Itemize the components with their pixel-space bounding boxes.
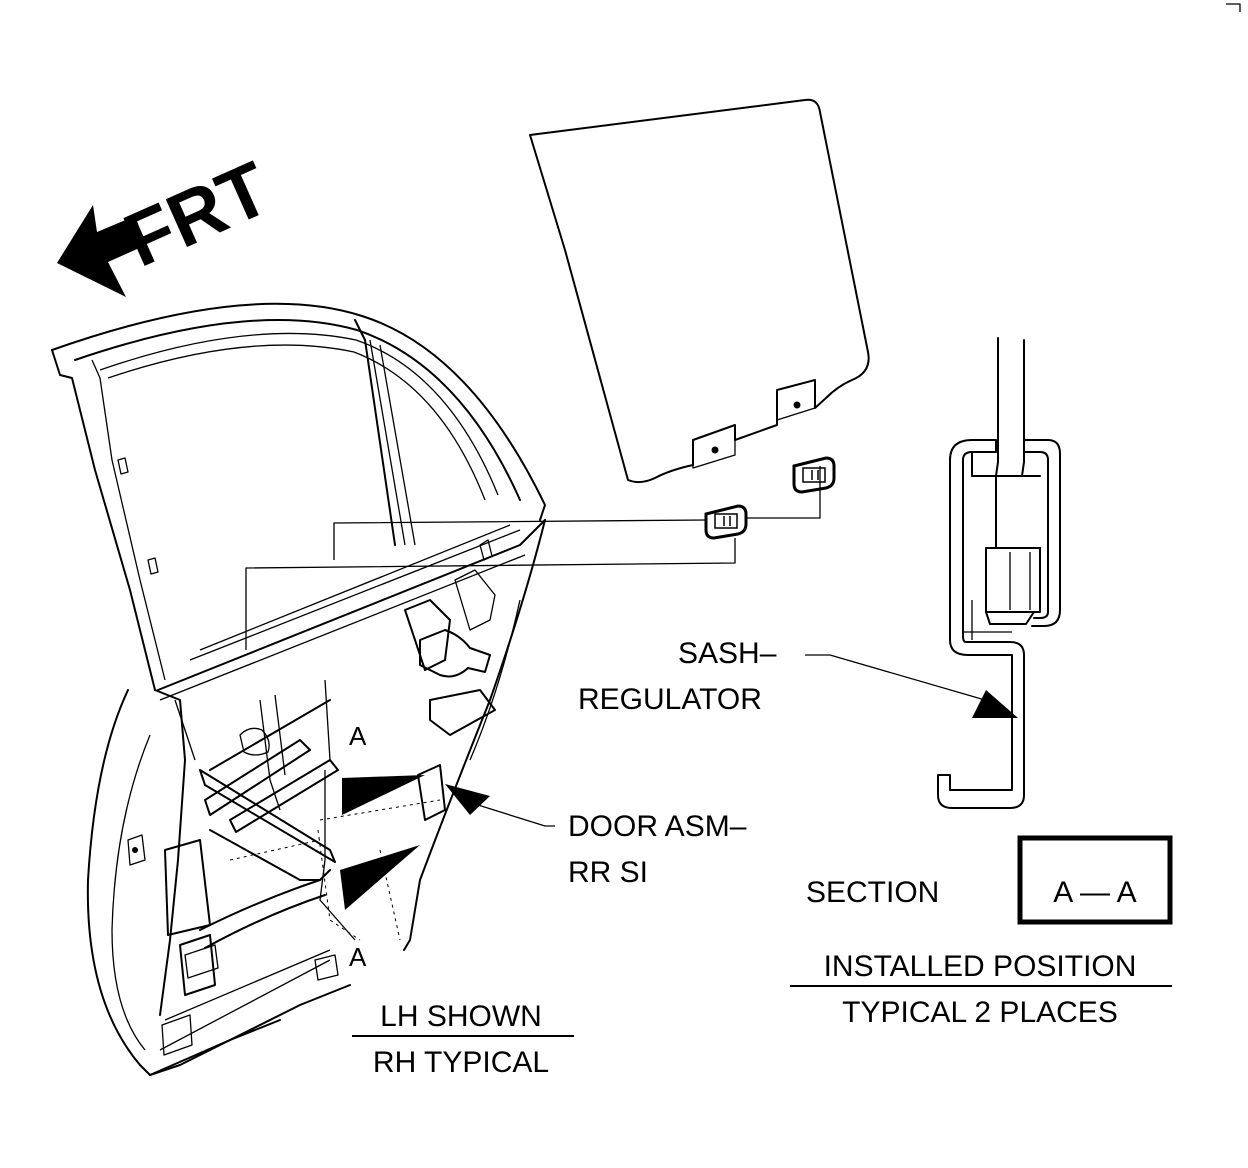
door-asm-label-line2: RR SI [568,856,648,889]
section-cut-arrows [319,770,425,941]
clip-leader-lines [245,466,821,650]
frt-label: FRT [112,146,282,284]
sash-clip-right [792,456,836,494]
section-detail [937,337,1061,809]
section-ref-label: A — A [1053,876,1136,909]
door-assembly [51,302,546,1076]
front-direction-arrow: FRT [57,146,282,297]
section-marker-top: A [349,721,367,751]
section-ref-box [1017,835,1173,925]
door-asm-leader [445,784,555,827]
section-marker-bottom: A [349,942,367,972]
window-glass [529,98,870,484]
lh-shown-label: LH SHOWN [380,1000,542,1033]
sash-regulator-leader [805,654,1018,718]
typical-places-label: TYPICAL 2 PLACES [842,996,1118,1029]
sash-regulator-label-line2: REGULATOR [578,683,762,716]
sash-clip-left [704,504,748,540]
installed-position-label: INSTALLED POSITION [824,950,1137,983]
rh-typical-label: RH TYPICAL [373,1046,549,1079]
sash-regulator-label-line1: SASH– [678,637,777,670]
door-asm-label-line1: DOOR ASM– [568,810,747,843]
section-label: SECTION [806,876,939,909]
corner-mark [1226,3,1241,12]
